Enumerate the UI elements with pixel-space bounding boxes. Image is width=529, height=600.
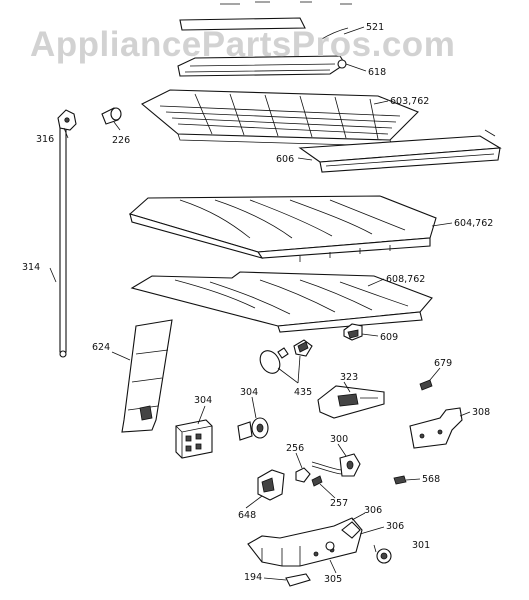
- part-301-knob: [376, 548, 392, 564]
- part-256-clip: [295, 467, 311, 483]
- label-308: 308: [472, 407, 490, 418]
- label-301: 301: [412, 540, 430, 551]
- part-257-screw: [311, 475, 323, 487]
- part-314-rod: [59, 121, 67, 358]
- label-648: 648: [238, 510, 256, 521]
- part-568-screw: [393, 475, 407, 485]
- part-323-bracket: [317, 385, 385, 419]
- part-300-component: [311, 453, 361, 477]
- label-609: 609: [380, 332, 398, 343]
- label-568: 568: [422, 474, 440, 485]
- part-308-bracket: [409, 407, 463, 449]
- label-521: 521: [366, 22, 384, 33]
- top-cutoff-part: [179, 1, 352, 31]
- label-679: 679: [434, 358, 452, 369]
- part-226-knob: [101, 107, 122, 125]
- part-435-bulb: [259, 347, 289, 374]
- label-256: 256: [286, 443, 304, 454]
- label-305: 305: [324, 574, 342, 585]
- label-323: 323: [340, 372, 358, 383]
- part-435-socket: [293, 339, 313, 357]
- label-304-terminal: 304: [194, 395, 212, 406]
- label-316: 316: [36, 134, 54, 145]
- part-679-screw: [419, 379, 433, 391]
- label-435: 435: [294, 387, 312, 398]
- label-314: 314: [22, 262, 40, 273]
- label-618: 618: [368, 67, 386, 78]
- part-606-cover: [298, 129, 502, 173]
- part-603-shelf: [141, 89, 419, 147]
- part-194-block: [285, 573, 311, 587]
- part-304-terminal-block: [175, 419, 213, 459]
- label-603: 603,762: [390, 96, 429, 107]
- part-521-wire: [319, 27, 349, 41]
- part-608-pan: [130, 271, 433, 333]
- part-306-control-bracket: [247, 517, 363, 567]
- label-194: 194: [244, 572, 262, 583]
- label-604: 604,762: [454, 218, 493, 229]
- part-604-drawer-cover: [128, 195, 437, 262]
- part-624-panel: [121, 319, 173, 433]
- label-608: 608,762: [386, 274, 425, 285]
- label-606: 606: [276, 154, 294, 165]
- part-609-clip: [343, 323, 363, 341]
- label-624: 624: [92, 342, 110, 353]
- label-300: 300: [330, 434, 348, 445]
- label-226: 226: [112, 135, 130, 146]
- label-257: 257: [330, 498, 348, 509]
- part-618-housing: [177, 55, 347, 77]
- part-304-thermostat: [237, 417, 269, 441]
- label-306-lower: 306: [386, 521, 404, 532]
- part-316-bracket: [57, 109, 77, 131]
- part-648-relay: [257, 469, 285, 501]
- label-304-thermostat: 304: [240, 387, 258, 398]
- label-306-upper: 306: [364, 505, 382, 516]
- leader-lines: [49, 26, 471, 581]
- watermark: AppliancePartsPros.com: [30, 25, 455, 64]
